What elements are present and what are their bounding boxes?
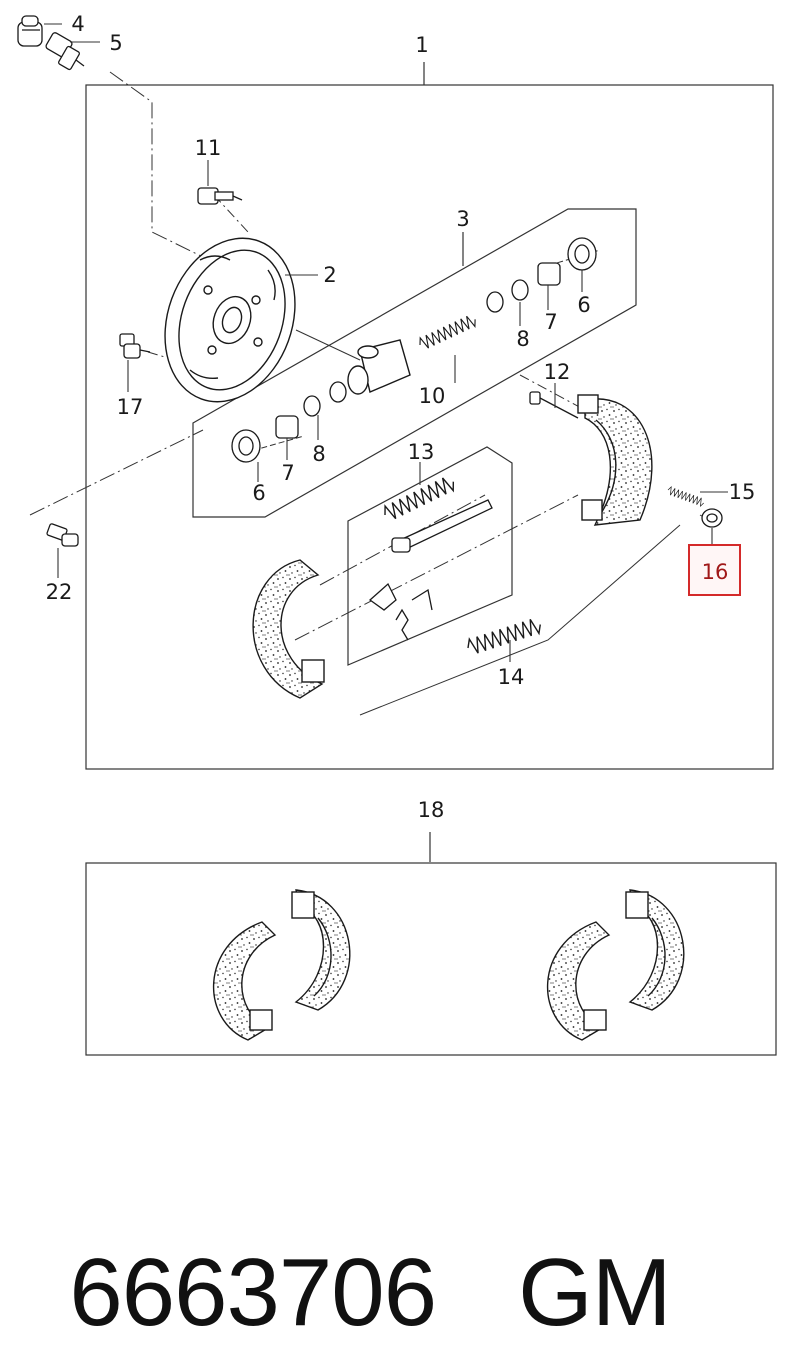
callout-10: 10 [419,384,446,408]
callout-13: 13 [408,440,435,464]
callout-8-upper: 8 [516,327,529,351]
callout-15: 15 [729,480,756,504]
callout-16-highlight [688,544,741,596]
cylinder-group-outline [192,208,637,518]
bleeder-screw-part-5 [45,32,85,71]
kit-shoe-pair-left [213,889,351,1041]
part-number: 6663706 [69,1239,437,1346]
boot-part-6-upper [567,237,597,271]
callout-5: 5 [109,31,122,55]
spring-part-14 [464,616,544,657]
callout-7-lower: 7 [281,461,294,485]
wheel-cylinder [347,339,411,395]
kit-frame [85,862,777,1056]
callout-18: 18 [418,798,445,822]
kit-shoe-pair-right [547,889,685,1041]
callout-4: 4 [71,12,84,36]
spring-part-13 [380,473,458,523]
piston-part-7-lower [275,415,299,439]
bolt-part-11 [197,187,243,205]
backing-plate-part-2 [164,237,296,403]
callout-3: 3 [456,207,469,231]
callout-2: 2 [323,263,336,287]
piston-part-7-upper [537,262,561,286]
part-caption: 6663706 GM [18,1128,671,1348]
callout-17: 17 [117,395,144,419]
spring-part-15 [666,485,706,508]
callout-16: 16 [702,560,729,584]
callout-1: 1 [415,33,428,57]
pin-part-12 [529,391,579,419]
callout-12: 12 [544,360,571,384]
bolt-part-22 [46,523,79,547]
exploded-parts-diagram: 1 2 3 4 5 6 6 7 7 8 8 10 11 12 13 14 15 … [17,12,777,1056]
spring-part-10 [416,312,479,352]
callout-11: 11 [195,136,222,160]
brand-name: GM [518,1239,672,1346]
boot-part-6-lower [231,429,261,463]
dust-cap-part-4 [17,15,43,47]
callout-14: 14 [498,665,525,689]
callout-22: 22 [46,580,73,604]
brake-shoe-right [577,394,653,526]
stud-part-17 [119,333,151,359]
dash-leaders [29,71,719,716]
callout-8-lower: 8 [312,442,325,466]
retainer-part-16 [701,508,723,528]
cup-part-8-upper [486,279,529,313]
brake-shoe-left [252,559,325,699]
callout-7-upper: 7 [544,310,557,334]
assembly-frame [85,84,774,770]
callout-6-upper: 6 [577,293,590,317]
adjuster-assembly [368,499,493,641]
cup-part-8-lower [303,381,347,417]
callout-6-lower: 6 [252,481,265,505]
